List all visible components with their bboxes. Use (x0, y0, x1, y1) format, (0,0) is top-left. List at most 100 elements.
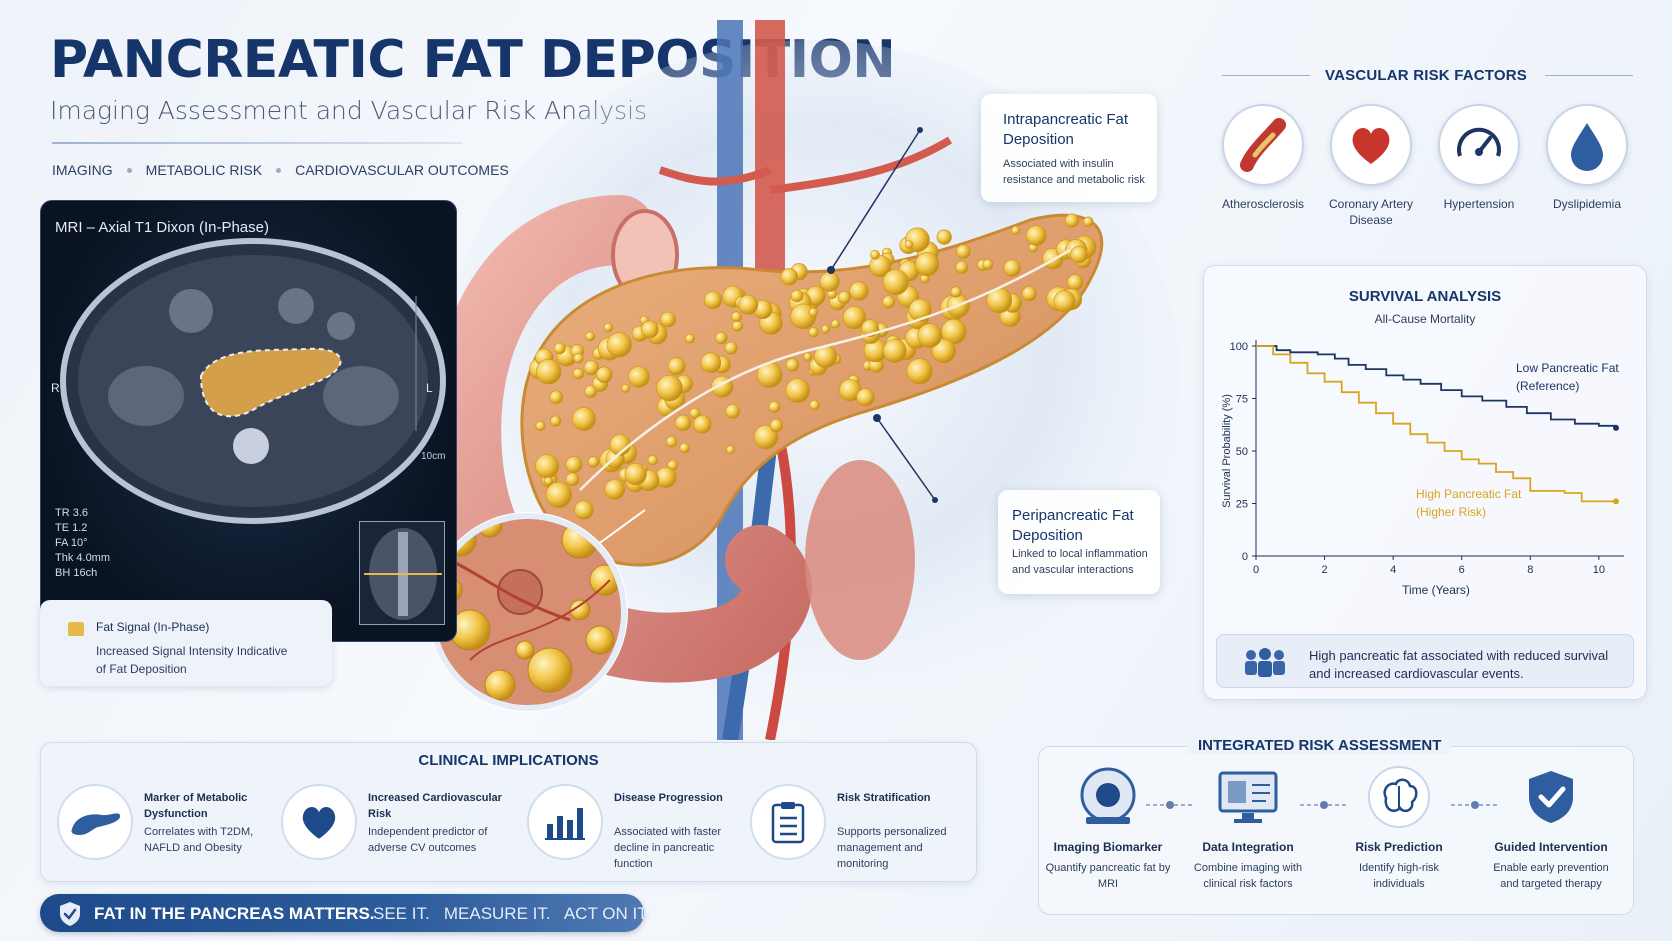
fat-lobule (936, 229, 952, 245)
ira-item-name: Imaging Biomarker (1053, 840, 1163, 854)
x-tick-label: 8 (1527, 564, 1533, 576)
fat-lobule (809, 399, 820, 411)
clinical-item-progression: Disease Progression Associated with fast… (511, 778, 751, 870)
artery-branch (769, 136, 953, 194)
flow-connector (1451, 801, 1499, 809)
fat-lobule (1064, 213, 1080, 228)
y-tick-label: 50 (1236, 446, 1248, 458)
mri-orientation-right: R (51, 381, 60, 395)
fat-lobule (725, 403, 741, 419)
droplet-icon (1546, 104, 1628, 186)
y-tick-label: 25 (1236, 499, 1248, 511)
clinical-item-metabolic: Marker of Metabolic Dysfunction Correlat… (41, 778, 281, 868)
curve-endpoint (1613, 498, 1619, 505)
fat-lobule (534, 454, 560, 479)
clinical-implications-title: CLINICAL IMPLICATIONS (418, 752, 599, 769)
fat-lobule (665, 436, 678, 448)
clinical-implications-panel: CLINICAL IMPLICATIONS Marker of Metaboli… (40, 742, 977, 882)
x-tick-label: 6 (1459, 564, 1465, 576)
fat-lobule (535, 359, 562, 385)
shield-check-icon (60, 902, 80, 926)
fat-lobule (587, 456, 600, 468)
tag-imaging: IMAGING (52, 162, 113, 178)
survival-note-box: High pancreatic fat associated with redu… (1216, 634, 1634, 688)
fat-lobule (1025, 225, 1047, 246)
fat-lobule (700, 352, 722, 374)
fat-lobule (731, 320, 744, 332)
mri-param: BH 16ch (55, 567, 98, 579)
fat-lobule (584, 385, 598, 398)
key-message-banner: FAT IN THE PANCREAS MATTERS. SEE IT. MEA… (40, 894, 650, 932)
fat-signal-legend: Fat Signal (In-Phase) Increased Signal I… (40, 600, 332, 686)
ira-item-desc: Enable early prevention and targeted the… (1493, 862, 1609, 890)
clipboard-icon (750, 784, 826, 860)
fat-lobule (842, 305, 867, 330)
fat-lobule (585, 331, 596, 342)
fat-lobule (808, 307, 818, 317)
risk-factor-atherosclerosis: Atherosclerosis (1213, 104, 1313, 212)
fat-lobule (803, 352, 813, 362)
curve-endpoint (1613, 424, 1619, 431)
fat-lobule (640, 320, 659, 339)
fat-lobule (595, 366, 613, 384)
clinical-item-name: Marker of Metabolic Dysfunction (144, 792, 248, 820)
banner-headline: FAT IN THE PANCREAS MATTERS. (94, 904, 375, 923)
fat-lobule (725, 445, 735, 455)
fat-legend-description: Increased Signal Intensity Indicative of… (96, 644, 288, 676)
fat-lobule (769, 418, 784, 433)
series-label: Low Pancreatic Fat(Reference) (1516, 361, 1619, 393)
y-axis-label: Survival Probability (%) (1221, 394, 1233, 508)
fat-lobule (790, 289, 804, 303)
fat-lobule (656, 374, 683, 402)
fat-lobule (674, 414, 692, 432)
fat-lobule (544, 476, 554, 486)
clinical-item-desc: Independent predictor of adverse CV outc… (368, 826, 488, 854)
mri-param: TR 3.6 (55, 507, 89, 519)
ira-item-desc: Quantify pancreatic fat by MRI (1045, 862, 1171, 890)
mri-vertebra (233, 428, 269, 464)
x-tick-label: 10 (1593, 564, 1605, 576)
fat-lobule (731, 311, 742, 323)
clinical-item-cardiovascular: Increased Cardiovascular Risk Independen… (265, 778, 505, 868)
kidney (805, 460, 915, 660)
fat-lobule (606, 332, 632, 358)
fat-lobule (1011, 225, 1021, 235)
mri-scanner-icon (1073, 762, 1143, 832)
magnified-tissue-view (430, 512, 628, 712)
clinical-item-name: Risk Stratification (837, 792, 931, 804)
series-label: High Pancreatic Fat(Higher Risk) (1416, 487, 1522, 519)
fat-cell (585, 625, 615, 655)
callout-dot (827, 266, 835, 274)
fat-lobule (573, 352, 584, 364)
fat-lobule (1021, 286, 1037, 302)
fat-cell (527, 647, 573, 693)
clinical-item-desc: Correlates with T2DM, NAFLD and Obesity (144, 826, 254, 854)
artery-branch (658, 166, 772, 186)
clinical-item-name: Disease Progression (614, 792, 723, 804)
topic-tags: IMAGING METABOLIC RISK CARDIOVASCULAR OU… (52, 162, 509, 178)
mri-bowel-loop (169, 289, 213, 333)
integrated-risk-panel (1038, 746, 1634, 915)
x-axis-label: Time (Years) (1402, 583, 1470, 597)
ira-item-data-integration: Data Integration Combine imaging with cl… (1183, 762, 1313, 892)
fat-lobule (549, 390, 563, 405)
fat-lobule (837, 290, 851, 304)
callout-description: Linked to local inflammation and vascula… (1012, 548, 1148, 576)
ira-item-risk-prediction: Risk Prediction Identify high-risk indiv… (1334, 762, 1464, 892)
mri-pancreas-fat-highlight (199, 347, 342, 418)
fat-lobule (917, 323, 942, 348)
ira-item-name: Data Integration (1202, 840, 1294, 854)
flow-connector (1146, 801, 1194, 809)
fat-legend-title: Fat Signal (In-Phase) (96, 620, 210, 634)
heart-icon (281, 784, 357, 860)
monitor-icon (1213, 762, 1283, 832)
clinical-item-name: Increased Cardiovascular Risk (368, 792, 502, 820)
title-divider (52, 142, 462, 144)
y-tick-label: 0 (1242, 551, 1248, 563)
fat-lobule (856, 388, 875, 407)
fat-lobule (908, 298, 932, 322)
mri-panel: MRI – Axial T1 Dixon (In-Phase) R L 10cm… (40, 200, 457, 642)
fat-lobule (780, 268, 798, 286)
fat-lobule (693, 415, 712, 434)
